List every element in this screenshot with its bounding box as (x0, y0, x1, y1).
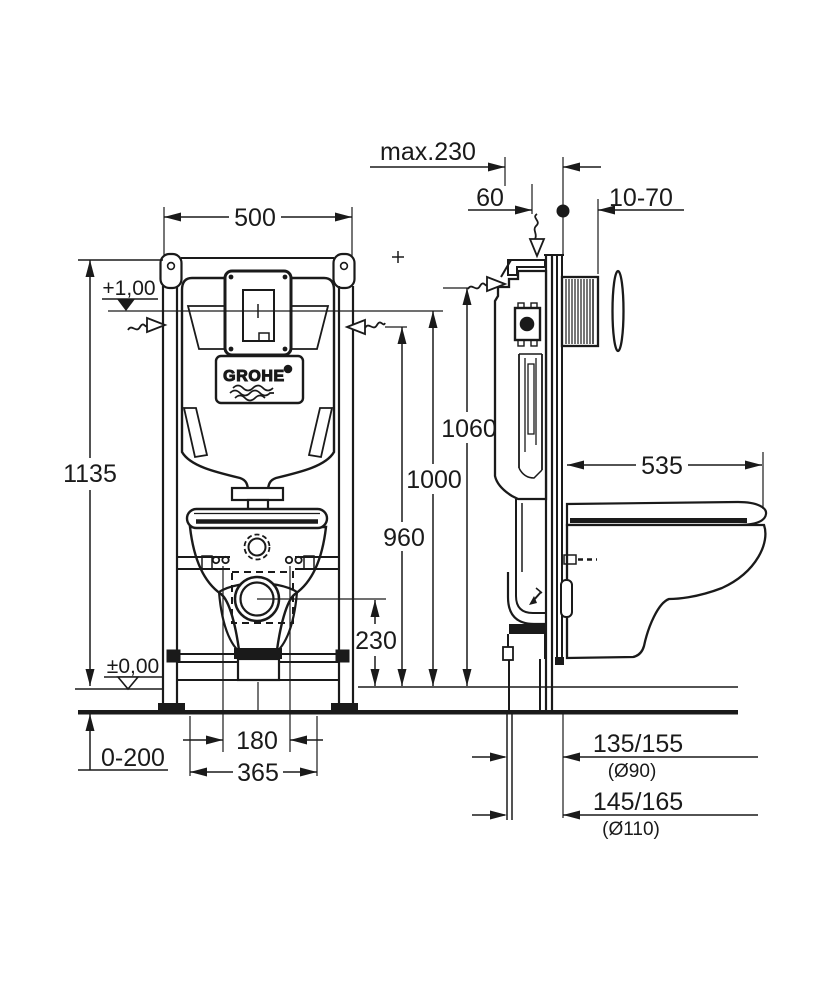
actuation-plate-side (611, 269, 625, 353)
front-view-bowl (177, 507, 386, 682)
grohe-logo: GROHE (214, 354, 305, 405)
front-view-cistern: GROHE (180, 269, 336, 513)
dim-outlet-offset-110: 145/165 (593, 788, 683, 816)
reference-dot (556, 204, 570, 218)
dim-fixing-span: 365 (237, 759, 279, 787)
level-marker-open (116, 676, 140, 691)
dim-floor-buildup: 0-200 (101, 744, 165, 772)
side-view (493, 254, 768, 820)
front-view-frame (159, 252, 356, 703)
grohe-logo-text: GROHE (223, 368, 285, 385)
dim-frame-width: 500 (234, 204, 276, 232)
wall-bracket (507, 259, 546, 276)
dim-height-bottom: 960 (383, 524, 425, 552)
dim-bowl-depth: 535 (641, 452, 683, 480)
level-zero-label: ±0,00 (107, 655, 159, 678)
bowl-side (565, 523, 767, 660)
dimension-labels: max.230 60 10-70 500 1135 +1,00 ±0,00 0-… (63, 138, 683, 840)
dim-bolt-span: 180 (236, 727, 278, 755)
floor-lines (75, 686, 738, 715)
dim-max-offset: max.230 (380, 138, 476, 166)
level-plus-label: +1,00 (102, 277, 155, 300)
dim-frame-height: 1135 (63, 460, 117, 488)
dimension-annotations (78, 157, 764, 820)
dim-wall-finish: 10-70 (609, 184, 673, 212)
dim-height-center: 1000 (406, 466, 462, 494)
front-view-extensions (158, 566, 358, 776)
dim-height-top: 1060 (441, 415, 497, 443)
dim-outlet-height: 230 (355, 627, 397, 655)
registered-mark-dot (283, 364, 293, 374)
dim-outlet-dia-90: (Ø90) (608, 761, 657, 782)
flush-sleeve (560, 275, 600, 348)
dim-outlet-offset-90: 135/155 (593, 730, 683, 758)
seat-front (185, 507, 329, 530)
dim-frame-to-plate: 60 (476, 184, 504, 212)
dim-outlet-dia-110: (Ø110) (602, 819, 660, 840)
level-marker-filled (117, 299, 135, 311)
